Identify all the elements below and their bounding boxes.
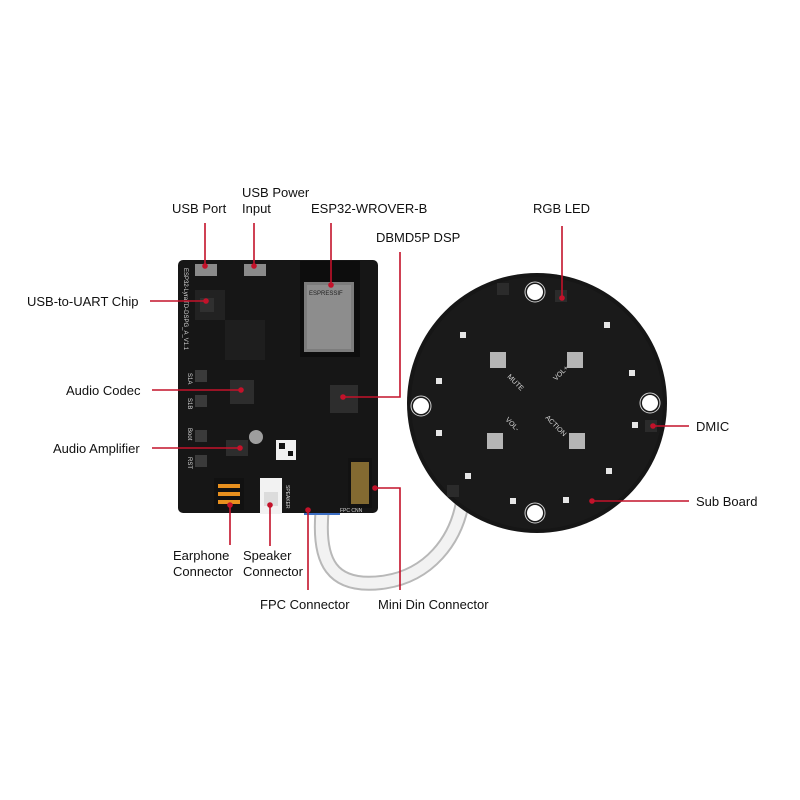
label-sub-board: Sub Board — [696, 494, 758, 509]
label-usb-port: USB Port — [172, 201, 227, 216]
sub-board: MUTE VOL+ VOL- ACTION — [407, 273, 667, 533]
label-audio-codec: Audio Codec — [66, 383, 141, 398]
label-usb-power-input-line2: Input — [242, 201, 271, 216]
label-mini-din-connector: Mini Din Connector — [378, 597, 489, 612]
label-earphone-connector: Earphone Connector — [173, 548, 233, 580]
side-label-s1a: S1A — [186, 373, 192, 384]
label-speaker-connector-line2: Connector — [243, 564, 303, 579]
fpc-ribbon-cable — [304, 497, 470, 591]
label-fpc-connector: FPC Connector — [260, 597, 350, 612]
side-label-s1b: S1B — [186, 398, 192, 409]
side-label-rst: RST — [186, 457, 192, 469]
label-earphone-connector-line2: Connector — [173, 564, 233, 579]
label-dmic: DMIC — [696, 419, 730, 434]
mute-button-switch — [490, 352, 506, 368]
label-dsp: DBMD5P DSP — [376, 230, 461, 245]
label-usb-uart-chip: USB-to-UART Chip — [27, 294, 139, 309]
label-esp32-module: ESP32-WROVER-B — [311, 201, 428, 216]
vol-plus-button-switch — [567, 352, 583, 368]
mini-din-connector-block — [351, 462, 369, 504]
label-earphone-connector-line1: Earphone — [173, 548, 230, 563]
board-name-text: ESP32-LyraTD-DSPG_A_V1.1 — [182, 268, 188, 351]
usb-port-jack — [195, 264, 217, 276]
label-usb-power-input-line1: USB Power — [242, 185, 310, 200]
fpc-silkscreen: FPC CNN — [340, 508, 363, 514]
action-button-switch — [569, 433, 585, 449]
label-speaker-connector: Speaker Connector — [243, 548, 303, 580]
side-label-boot: Boot — [186, 428, 192, 441]
usb-power-jack — [244, 264, 266, 276]
leader-dots — [202, 263, 656, 513]
label-usb-power-input: USB Power Input — [242, 185, 309, 217]
speaker-silkscreen: SPEAKER — [284, 485, 290, 509]
label-speaker-connector-line1: Speaker — [243, 548, 292, 563]
vol-minus-button-switch — [487, 433, 503, 449]
label-rgb-led: RGB LED — [533, 201, 591, 216]
label-audio-amplifier: Audio Amplifier — [53, 441, 140, 456]
leader-lines — [150, 223, 689, 590]
module-brand-text: ESPRESSIF — [309, 291, 343, 297]
main-board: ESPRESSIF ESP32-LyraTD-DSPG_A_V1.1 S1A S… — [178, 260, 378, 514]
